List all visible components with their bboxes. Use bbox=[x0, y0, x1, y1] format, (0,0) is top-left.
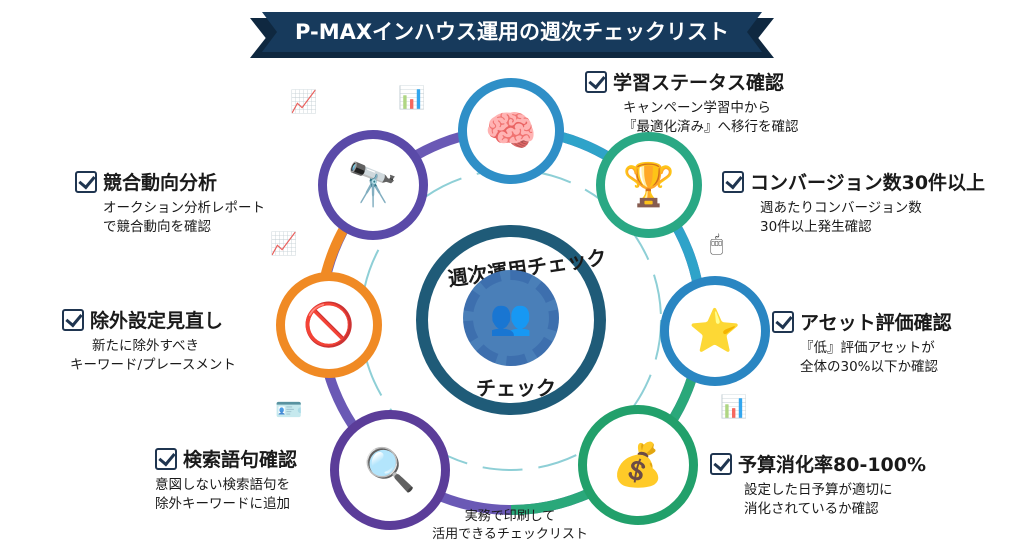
item-title: 予算消化率80-100% bbox=[738, 454, 927, 476]
item-line: キャンペーン学習中から bbox=[623, 100, 771, 116]
search-terms-icon: 🔍 bbox=[330, 410, 450, 530]
item-line: で競合動向を確認 bbox=[103, 219, 211, 235]
checklist-item-learning-status: 学習ステータス確認 キャンペーン学習中から『最適化済み』へ移行を確認 bbox=[585, 68, 799, 137]
page-title: P-MAXインハウス運用の週次チェックリスト bbox=[262, 12, 762, 52]
trophy-icon: 🏆 bbox=[596, 132, 702, 238]
checkbox-icon bbox=[722, 170, 744, 193]
checkbox-icon bbox=[75, 170, 97, 193]
item-line: 『最適化済み』へ移行を確認 bbox=[623, 119, 799, 135]
brain-icon: 🧠 bbox=[458, 78, 564, 184]
checklist-item-search-terms: 検索語句確認 意図しない検索語句を除外キーワードに追加 bbox=[155, 445, 297, 514]
item-title: 検索語句確認 bbox=[183, 449, 298, 471]
monitor-chart-icon: 📈 bbox=[270, 232, 298, 257]
item-line: 除外キーワードに追加 bbox=[155, 496, 290, 512]
checklist-item-competition: 競合動向分析 オークション分析レポートで競合動向を確認 bbox=[75, 168, 265, 237]
item-line: オークション分析レポート bbox=[103, 200, 265, 216]
asset-rating-icon: ⭐ bbox=[660, 276, 770, 386]
item-title: 除外設定見直し bbox=[90, 310, 224, 332]
item-line: 全体の30%以下か確認 bbox=[800, 359, 939, 375]
checklist-item-exclusions: 除外設定見直し 新たに除外すべきキーワード/プレースメント bbox=[62, 306, 236, 375]
item-line: 意図しない検索語句を bbox=[155, 477, 290, 493]
item-line: 設定した日予算が適切に bbox=[744, 482, 893, 498]
item-line: 30件以上発生確認 bbox=[760, 219, 872, 235]
monitor-chart-icon: 📊 bbox=[720, 395, 748, 420]
checklist-item-budget: 予算消化率80-100% 設定した日予算が適切に消化されているか確認 bbox=[710, 450, 926, 519]
prohibited-icon: 🚫 bbox=[276, 272, 382, 378]
item-line: 『低』評価アセットが bbox=[800, 340, 935, 356]
center-bottom-text: チェック bbox=[476, 376, 556, 400]
profile-icon: 🪪 bbox=[275, 398, 303, 423]
footer-note: 実務で印刷して 活用できるチェックリスト bbox=[420, 508, 600, 544]
checkbox-icon bbox=[772, 310, 794, 333]
checkbox-icon bbox=[155, 447, 177, 470]
item-title: アセット評価確認 bbox=[800, 312, 952, 334]
budget-pie-icon: 💰 bbox=[578, 405, 698, 525]
checkbox-icon bbox=[585, 70, 607, 93]
footer-line: 活用できるチェックリスト bbox=[432, 527, 588, 542]
gear-team-icon: 👥 bbox=[463, 270, 559, 366]
item-title: コンバージョン数30件以上 bbox=[750, 172, 986, 194]
item-line: キーワード/プレースメント bbox=[70, 357, 236, 373]
monitor-chart-icon: 📊 bbox=[398, 86, 426, 111]
binoculars-icon: 🔭 bbox=[318, 130, 428, 240]
chart-decoration-icon: 📈 bbox=[290, 90, 318, 115]
checkbox-icon bbox=[62, 308, 84, 331]
footer-line: 実務で印刷して bbox=[464, 509, 556, 524]
item-title: 競合動向分析 bbox=[103, 172, 218, 194]
item-title: 学習ステータス確認 bbox=[613, 72, 785, 94]
checklist-item-asset-rating: アセット評価確認 『低』評価アセットが全体の30%以下か確認 bbox=[772, 308, 952, 377]
checklist-item-conversions: コンバージョン数30件以上 週あたりコンバージョン数 30件以上発生確認 bbox=[722, 168, 985, 237]
item-line: 消化されているか確認 bbox=[744, 501, 879, 517]
item-line: 週あたりコンバージョン数 bbox=[760, 200, 922, 216]
item-line: 新たに除外すべき bbox=[92, 338, 200, 354]
click-icon: 🖱 bbox=[710, 232, 724, 257]
checkbox-icon bbox=[710, 452, 732, 475]
